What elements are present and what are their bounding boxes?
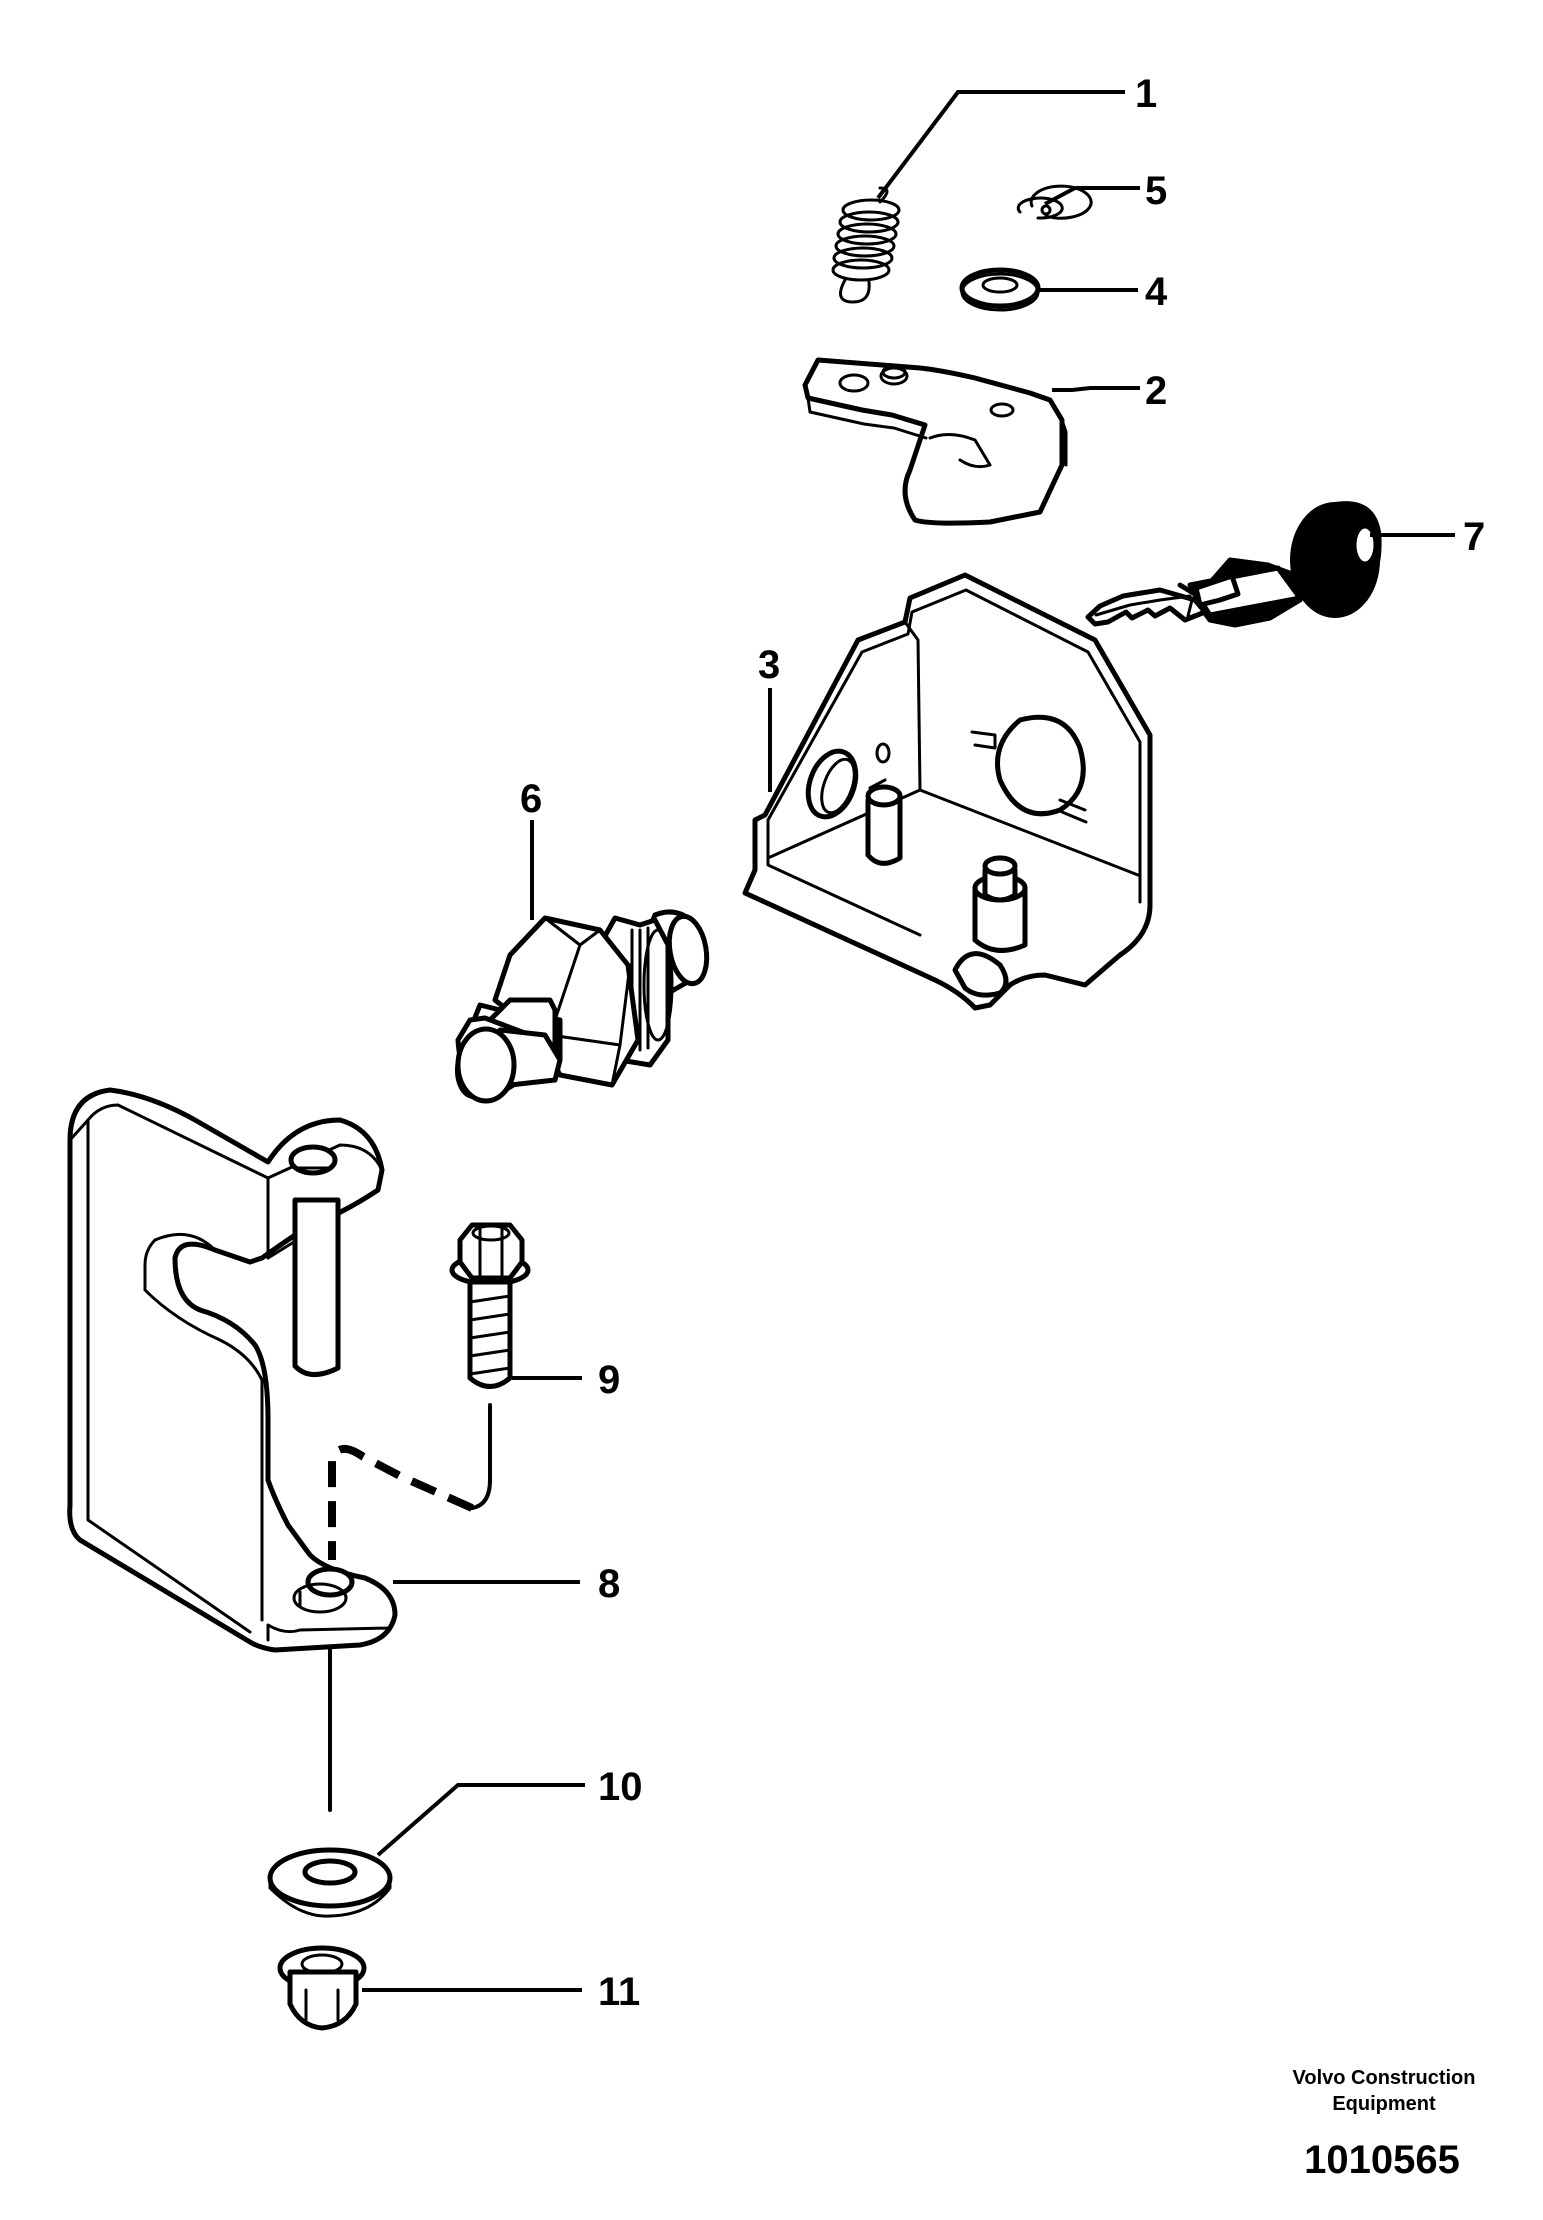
part-key xyxy=(1085,501,1382,628)
part-large-washer xyxy=(267,1847,393,1918)
part-flange-bolt xyxy=(449,1222,531,1389)
callout-2: 2 xyxy=(1145,369,1167,413)
leader-10 xyxy=(376,1783,585,1857)
part-c-bracket xyxy=(67,1087,398,1653)
part-mounting-bracket xyxy=(742,572,1153,1011)
part-circlip xyxy=(1016,184,1093,220)
maker-name-line1: Volvo Construction xyxy=(1293,2067,1476,2089)
assembly-path-dashed xyxy=(328,1445,474,1560)
callout-9: 9 xyxy=(598,1358,620,1402)
callout-10: 10 xyxy=(598,1765,643,1809)
leader-2 xyxy=(1052,386,1140,392)
assembly-path-solid xyxy=(470,1403,492,1510)
part-lock-barrel xyxy=(455,909,710,1104)
part-flange-nut xyxy=(277,1945,367,2031)
maker-name-line2: Equipment xyxy=(1332,2093,1436,2115)
part-spring xyxy=(831,186,901,304)
callout-11: 11 xyxy=(598,1970,640,2014)
callout-6: 6 xyxy=(520,777,542,821)
callout-4: 4 xyxy=(1145,270,1168,314)
callout-8: 8 xyxy=(598,1562,620,1606)
part-latch-plate xyxy=(802,357,1068,526)
callout-3: 3 xyxy=(758,643,780,687)
leader-5 xyxy=(1044,186,1140,206)
callout-1: 1 xyxy=(1135,72,1157,116)
drawing-reference-number: 1010565 xyxy=(1304,2138,1460,2182)
callout-5: 5 xyxy=(1145,169,1167,213)
callout-7: 7 xyxy=(1463,515,1485,559)
part-small-washer xyxy=(959,267,1041,312)
leader-1 xyxy=(876,90,1125,200)
